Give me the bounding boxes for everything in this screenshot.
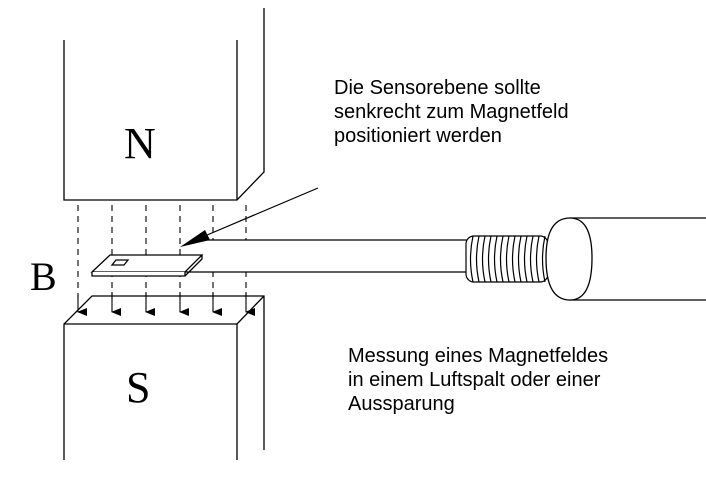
probe-stem bbox=[184, 239, 471, 273]
field-lines bbox=[77, 205, 247, 302]
annotation-pointer bbox=[180, 187, 319, 247]
field-label: B bbox=[30, 254, 57, 299]
sensor-plane-note: Die Sensorebene sollte senkrecht zum Mag… bbox=[334, 77, 569, 147]
probe-cable bbox=[545, 217, 706, 301]
sensor-element bbox=[110, 259, 130, 266]
field-arrows bbox=[77, 292, 255, 316]
south-pole-label: S bbox=[126, 363, 150, 412]
north-pole-label: N bbox=[124, 119, 156, 168]
sensor-plate bbox=[90, 254, 204, 277]
south-magnet bbox=[63, 295, 265, 460]
measurement-note: Messung eines Magnetfeldes in einem Luft… bbox=[348, 345, 609, 415]
north-magnet bbox=[63, 8, 265, 201]
probe-spring bbox=[465, 235, 549, 283]
